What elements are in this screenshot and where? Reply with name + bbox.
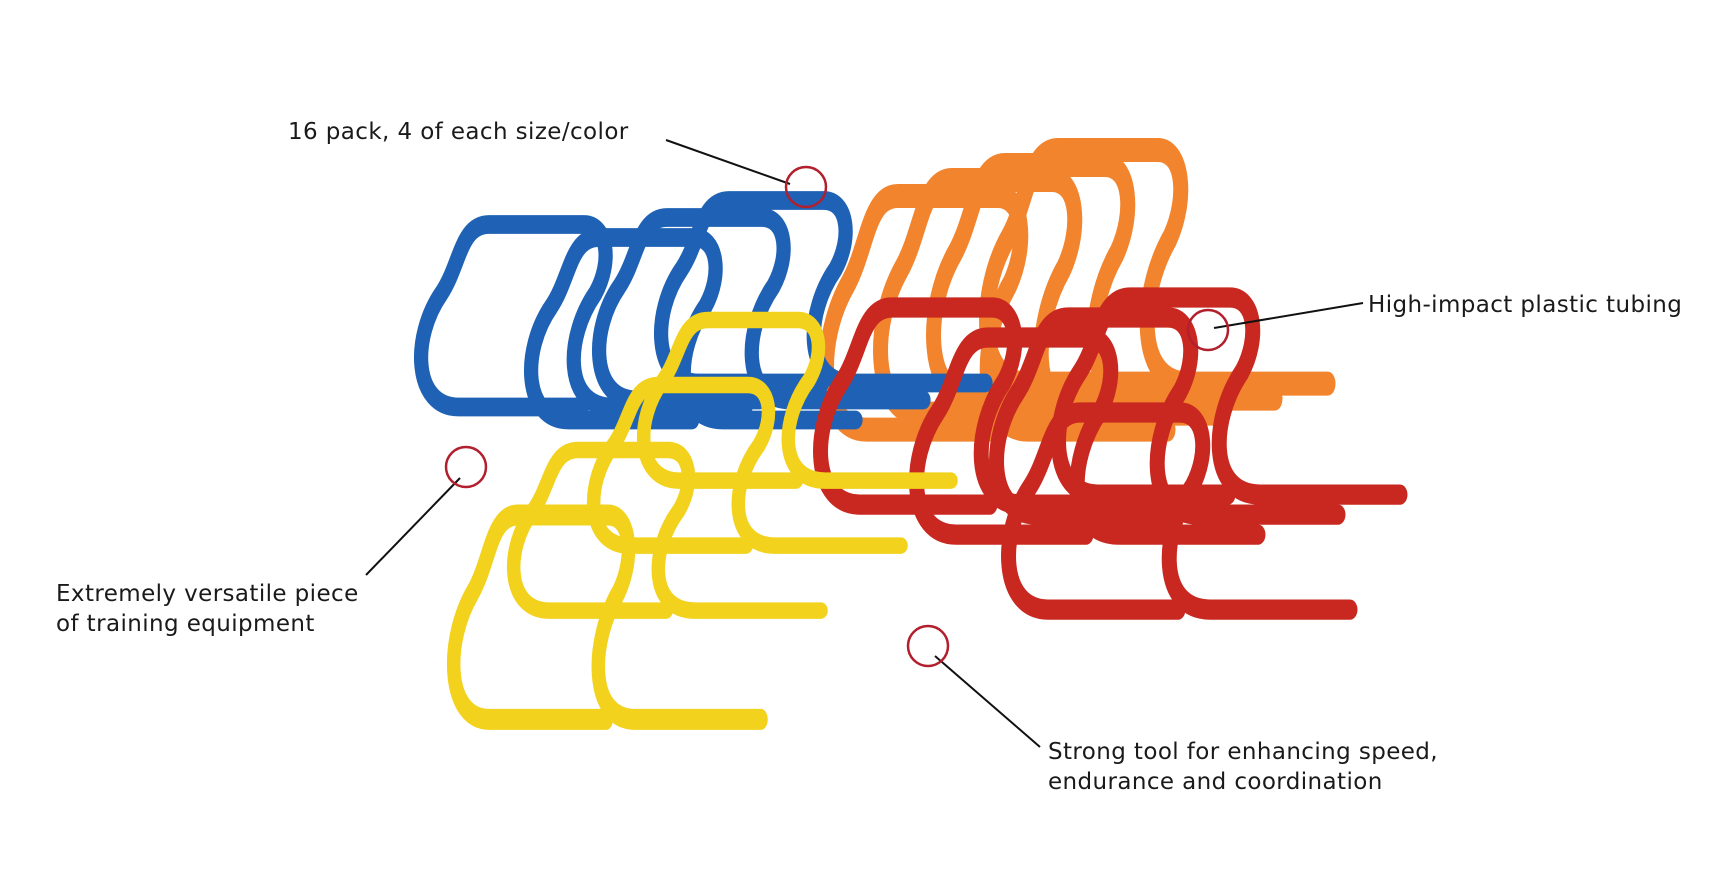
circle-markers <box>444 165 1230 668</box>
circle-marker-icon <box>1186 308 1230 352</box>
circle-marker-icon <box>444 445 488 489</box>
callout-versatile: Extremely versatile piece of training eq… <box>56 579 359 639</box>
callout-tool-line-1: Strong tool for enhancing speed, <box>1048 739 1439 765</box>
callout-versatile-line-2: of training equipment <box>56 611 315 637</box>
red-hurdles <box>821 298 1400 610</box>
callout-training-tool: Strong tool for enhancing speed, enduran… <box>1048 737 1438 797</box>
leader-line-tubing <box>1213 302 1364 329</box>
leader-line-versatile <box>365 477 461 576</box>
leader-lines <box>365 139 1364 748</box>
callout-pack-size: 16 pack, 4 of each size/color <box>288 117 629 147</box>
callout-versatile-line-1: Extremely versatile piece <box>56 581 359 607</box>
leader-line-pack <box>665 139 791 185</box>
leader-line-tool <box>934 655 1041 748</box>
callout-tool-line-2: endurance and coordination <box>1048 769 1383 795</box>
callout-plastic-tubing: High-impact plastic tubing <box>1368 290 1682 320</box>
callout-tubing-text: High-impact plastic tubing <box>1368 292 1683 318</box>
circle-marker-icon <box>906 624 950 668</box>
circle-marker-icon <box>784 165 828 209</box>
callout-pack-text: 16 pack, 4 of each size/color <box>288 119 629 145</box>
